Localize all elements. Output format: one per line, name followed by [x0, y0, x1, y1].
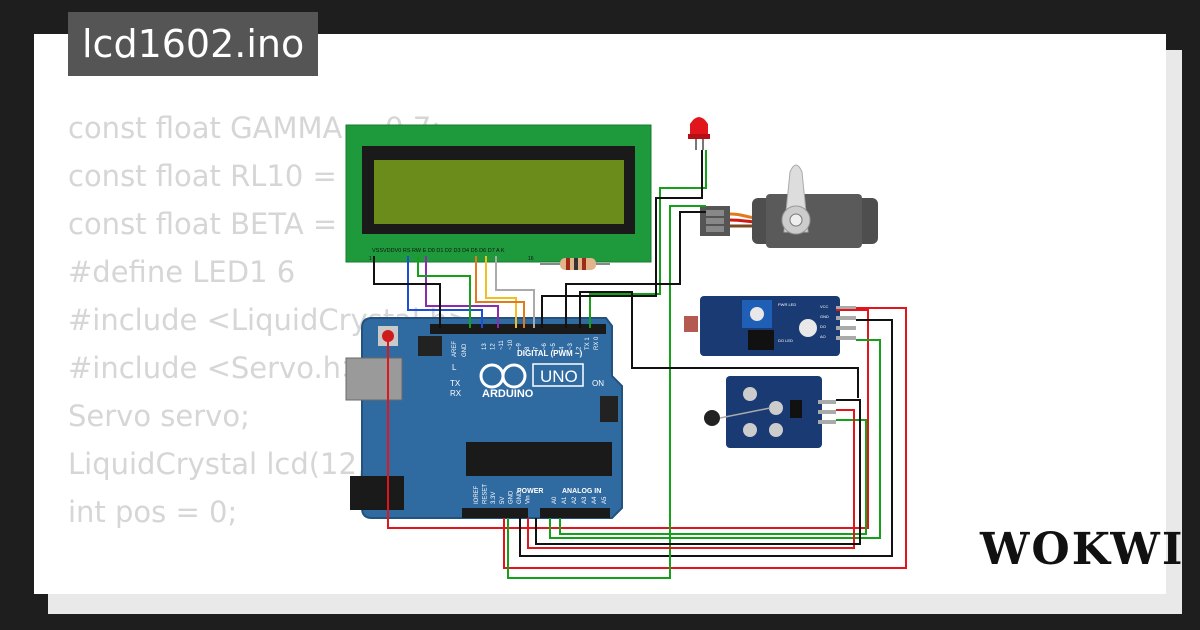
code-line: void setup() { — [68, 584, 599, 594]
digital-pin-label: ~5 — [551, 342, 557, 350]
sensor-module-labels: PWR LED VCC GND DO AO DO LED — [778, 302, 829, 343]
file-name-tab[interactable]: lcd1602.ino — [68, 12, 319, 76]
module-pin-label: DO LED — [778, 338, 793, 343]
analog-pin-label: A1 — [562, 496, 568, 504]
lcd1602-display[interactable] — [345, 124, 652, 263]
power-pin-label: 5V — [500, 497, 506, 504]
analog-pin-label: A3 — [582, 496, 588, 504]
on-label: ON — [592, 379, 604, 388]
code-line: int pos = 0; — [68, 495, 238, 529]
tx-label: TX — [450, 379, 461, 388]
code-line: const float RL10 = 50; — [68, 159, 393, 193]
lcd-pin-last: 16 — [528, 256, 534, 262]
module-pin-label: AO — [820, 334, 826, 339]
digital-pin-label: ~10 — [508, 339, 514, 350]
resistor[interactable] — [540, 258, 610, 270]
rx-label: RX — [450, 389, 462, 398]
digital-pin-label: TX 1 — [585, 337, 591, 350]
power-label: POWER — [517, 488, 543, 495]
digital-pin-label: 4 — [559, 346, 565, 350]
module-pin-label: PWR LED — [778, 302, 796, 307]
lcd-pin-first: 1 — [369, 256, 372, 262]
photoresistor-module[interactable] — [684, 296, 856, 356]
code-line: #define LED1 6 — [68, 255, 296, 289]
analog-pin-labels: A0 A1 A2 A3 A4 A5 — [552, 496, 608, 504]
analog-pin-label: A4 — [592, 496, 598, 504]
digital-pin-label: 8 — [525, 346, 531, 350]
digital-pin-label: ~3 — [568, 342, 574, 350]
digital-label: DIGITAL (PWM ~) — [517, 349, 583, 358]
wires — [373, 150, 907, 579]
power-pin-label: GND — [517, 490, 523, 504]
digital-pin-label: ~11 — [499, 340, 505, 350]
arduino-uno-board[interactable] — [345, 317, 623, 519]
uno-label: UNO — [540, 367, 578, 386]
power-pin-label: 3.3V — [491, 492, 497, 504]
digital-pin-label: ~9 — [516, 342, 522, 350]
digital-pin-label: ~6 — [542, 342, 548, 350]
module-pin-label: GND — [820, 314, 829, 319]
digital-pin-label: RX 0 — [594, 336, 600, 350]
gnd-label: GND — [462, 343, 468, 357]
digital-pin-label: 2 — [577, 346, 583, 350]
digital-pin-label: 13 — [482, 343, 488, 350]
aref-label: AREF — [452, 341, 458, 357]
code-line: #include <Servo.h> — [68, 351, 366, 385]
digital-pin-label: 12 — [491, 343, 497, 350]
power-pin-label: IOREF — [474, 485, 480, 504]
code-background: const float GAMMA = 0.7; const float RL1… — [68, 104, 599, 594]
power-pin-label: GND — [508, 490, 514, 504]
arduino-brand-label: ARDUINO — [482, 388, 534, 400]
red-led[interactable] — [688, 117, 710, 150]
servo-motor[interactable] — [700, 164, 878, 248]
code-line: Servo servo; — [68, 399, 250, 433]
wokwi-logo: WOKWI — [980, 524, 1185, 575]
power-pin-label: RESET — [483, 484, 489, 504]
analog-pin-label: A2 — [572, 496, 578, 504]
analog-pin-label: A5 — [602, 496, 608, 504]
analog-pin-label: A0 — [552, 496, 558, 504]
lcd-pin-labels: VSSVDDV0 RS RW E D0 D1 D2 D3 D4 D5 D6 D7… — [372, 248, 505, 254]
digital-pin-label: 7 — [534, 346, 540, 350]
module-pin-label: DO — [820, 324, 826, 329]
thermistor-module[interactable] — [704, 376, 836, 448]
power-pin-label: Vin — [526, 495, 532, 504]
module-pin-label: VCC — [820, 304, 829, 309]
l-led-label: L — [452, 363, 457, 372]
analog-label: ANALOG IN — [562, 488, 601, 495]
